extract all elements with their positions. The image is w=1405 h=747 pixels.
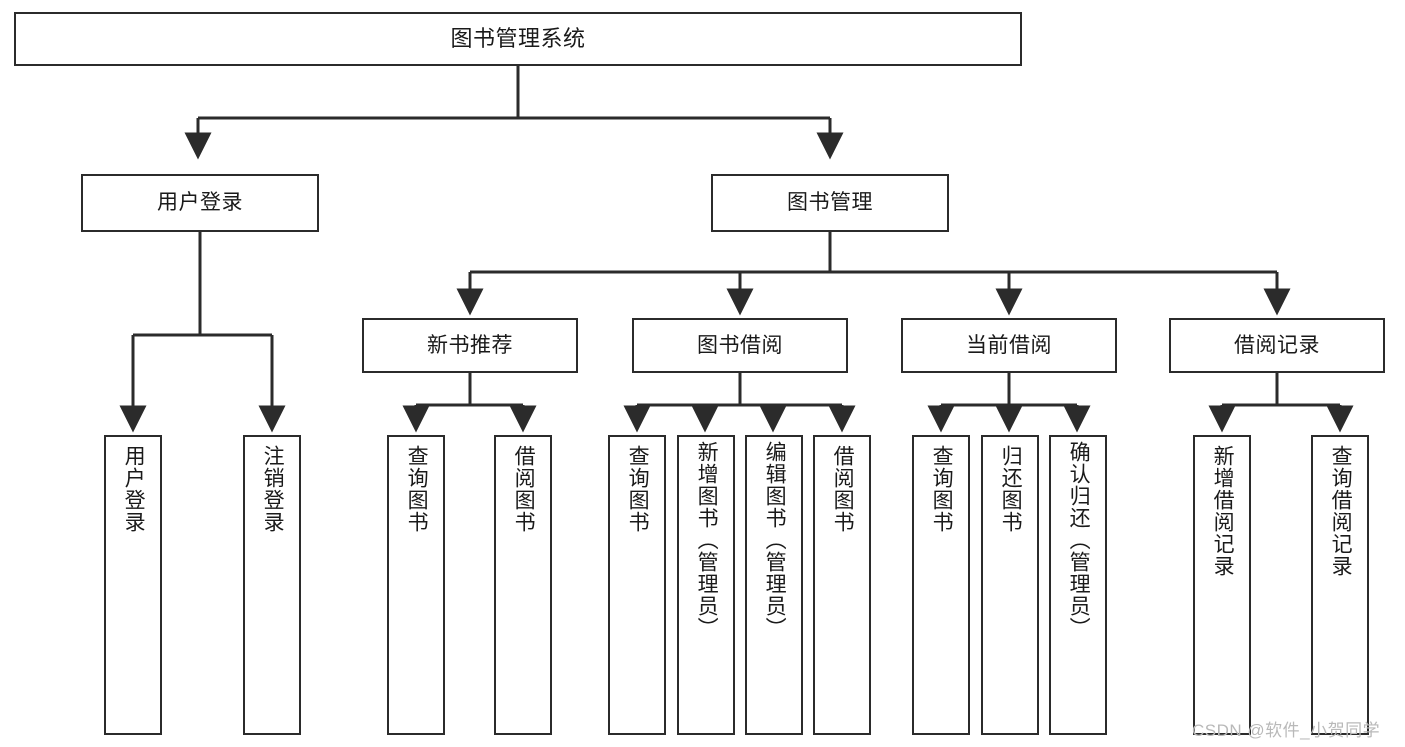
- node-label: 归还图书: [999, 445, 1023, 533]
- node-label: 查询图书: [930, 445, 954, 533]
- node-label: 查询图书: [405, 445, 429, 533]
- node-label: 借阅图书: [831, 445, 855, 533]
- leaf-borrow-add-book-admin[interactable]: 新增图书（管理员）: [677, 435, 735, 735]
- node-label: 图书管理系统: [450, 25, 586, 51]
- node-label: 查询图书: [626, 445, 650, 533]
- node-label: 注销登录: [261, 445, 285, 533]
- node-user-login[interactable]: 用户登录: [81, 174, 319, 232]
- leaf-borrow-edit-book-admin[interactable]: 编辑图书（管理员）: [745, 435, 803, 735]
- leaf-record-add-record[interactable]: 新增借阅记录: [1193, 435, 1251, 735]
- node-label: 确认归还（管理员）: [1067, 441, 1091, 639]
- node-root-system[interactable]: 图书管理系统: [14, 12, 1022, 66]
- leaf-current-confirm-return-admin[interactable]: 确认归还（管理员）: [1049, 435, 1107, 735]
- leaf-newbook-query-books[interactable]: 查询图书: [387, 435, 445, 735]
- node-label: 借阅图书: [512, 445, 536, 533]
- node-borrow-record[interactable]: 借阅记录: [1169, 318, 1385, 373]
- node-label: 查询借阅记录: [1329, 445, 1353, 577]
- node-label: 新增借阅记录: [1211, 445, 1235, 577]
- node-label: 当前借阅: [966, 333, 1052, 357]
- node-label: 图书管理: [787, 191, 873, 215]
- node-label: 图书借阅: [697, 333, 783, 357]
- leaf-current-query-books[interactable]: 查询图书: [912, 435, 970, 735]
- leaf-current-return-books[interactable]: 归还图书: [981, 435, 1039, 735]
- node-label: 新增图书（管理员）: [695, 441, 719, 639]
- node-new-book-recommend[interactable]: 新书推荐: [362, 318, 578, 373]
- leaf-newbook-borrow-books[interactable]: 借阅图书: [494, 435, 552, 735]
- leaf-borrow-borrow-books[interactable]: 借阅图书: [813, 435, 871, 735]
- node-book-borrow[interactable]: 图书借阅: [632, 318, 848, 373]
- node-label: 用户登录: [157, 191, 243, 215]
- leaf-user-login[interactable]: 用户登录: [104, 435, 162, 735]
- leaf-record-query-record[interactable]: 查询借阅记录: [1311, 435, 1369, 735]
- node-label: 借阅记录: [1234, 333, 1320, 357]
- leaf-borrow-query-books[interactable]: 查询图书: [608, 435, 666, 735]
- node-current-borrow[interactable]: 当前借阅: [901, 318, 1117, 373]
- watermark-text: CSDN @软件_小贺同学: [1192, 721, 1381, 740]
- node-label: 用户登录: [122, 445, 146, 533]
- node-label: 新书推荐: [427, 333, 513, 357]
- node-label: 编辑图书（管理员）: [763, 441, 787, 639]
- leaf-logout[interactable]: 注销登录: [243, 435, 301, 735]
- node-book-management[interactable]: 图书管理: [711, 174, 949, 232]
